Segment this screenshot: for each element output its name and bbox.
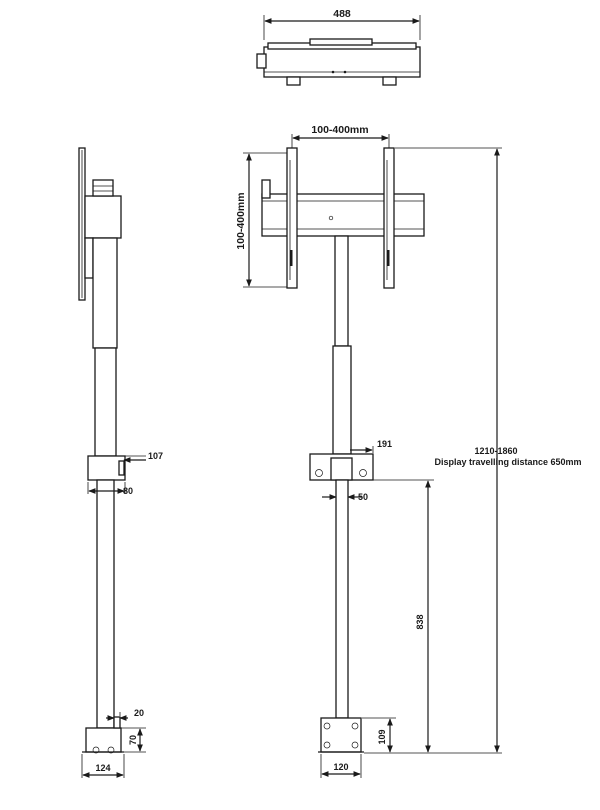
- dim-side-foot-height: 70: [128, 735, 138, 745]
- dim-side-foot-thickness: 20: [134, 708, 144, 718]
- dim-side-clamp-depth: 80: [123, 486, 133, 496]
- dim-side-clamp-width: 107: [148, 451, 163, 461]
- side-view: 107 80 20 70 124: [78, 147, 163, 778]
- dim-vesa-vertical: 100-400mm: [235, 192, 247, 249]
- dim-vesa-horizontal: 100-400mm: [311, 124, 368, 136]
- dim-height-range: 1210-1860: [474, 446, 517, 456]
- dim-front-clamp-width: 191: [377, 439, 392, 449]
- dim-lower-column-height: 838: [415, 614, 425, 629]
- top-view: 488: [256, 8, 421, 86]
- dim-top-width: 488: [333, 8, 351, 20]
- dim-travel-text: Display travelling distance 650mm: [434, 457, 581, 467]
- dim-side-foot-width: 124: [95, 763, 110, 773]
- dim-front-offset: 50: [358, 492, 368, 502]
- dim-front-foot-width: 120: [333, 762, 348, 772]
- dim-front-foot-height: 109: [377, 729, 387, 744]
- front-view: 100-400mm 100-400mm 1210-1860 Display tr…: [235, 124, 582, 778]
